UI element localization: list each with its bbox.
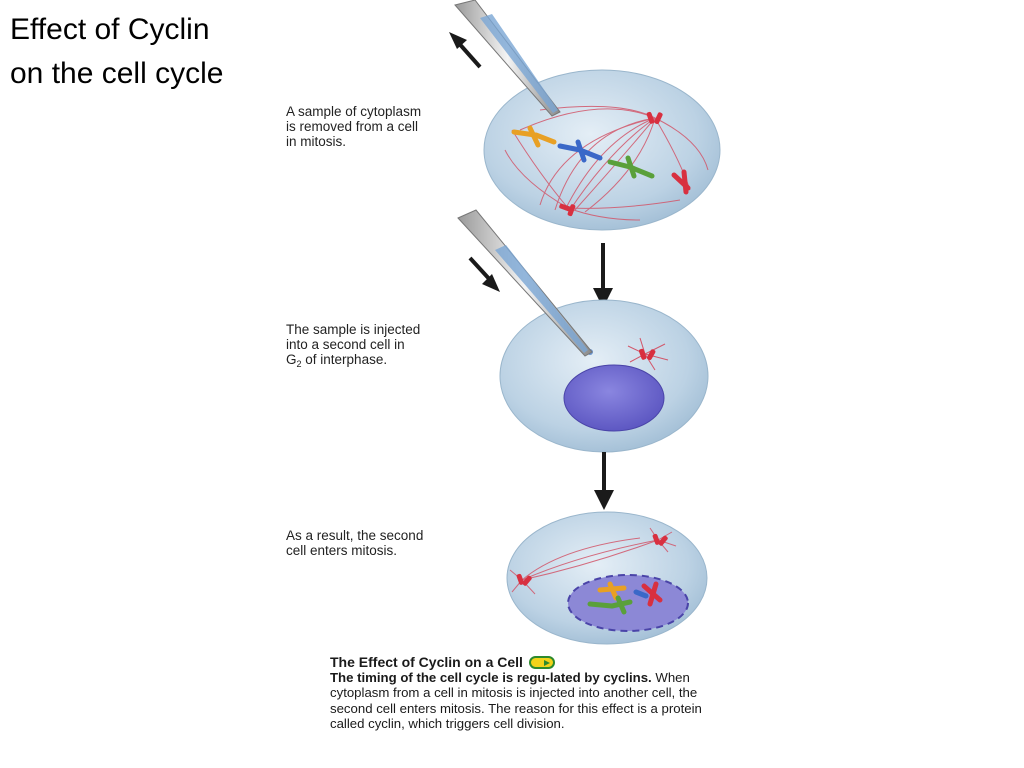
step-2-line-2: into a second cell in <box>286 337 405 352</box>
title-line-2: on the cell cycle <box>10 57 224 90</box>
pipette-injecting-sample <box>457 209 593 357</box>
caption-bold-text: The timing of the cell cycle is regu-lat… <box>330 670 652 686</box>
slide-title: Effect of Cyclin on the cell cycle <box>10 8 270 96</box>
interphase-cell <box>499 299 709 453</box>
centrosome-bottom <box>559 203 576 217</box>
mitotic-cell <box>483 69 721 231</box>
chromosomes <box>511 125 691 195</box>
cell-cycle-icon <box>528 656 555 669</box>
centrosome-g2 <box>627 337 669 371</box>
step-3-line-2: cell enters mitosis. <box>286 543 398 558</box>
step-2-label: The sample is injected into a second cel… <box>286 322 420 372</box>
condensing-chromosomes <box>587 581 663 615</box>
nucleus <box>563 364 665 432</box>
arrow-down-right-icon <box>468 256 500 292</box>
figure-caption: The Effect of Cyclin on a Cell The timin… <box>330 654 710 731</box>
cell-entering-mitosis <box>506 511 708 645</box>
step-1-line-1: A sample of cytoplasm <box>286 104 422 119</box>
pipette-removing-sample <box>454 0 561 117</box>
step-1-label: A sample of cytoplasm is removed from a … <box>286 104 421 149</box>
g2-subscript: 2 <box>296 359 302 369</box>
centrosome-top <box>646 111 663 125</box>
caption-heading: The Effect of Cyclin on a Cell <box>330 654 523 670</box>
step-3-line-1: As a result, the second <box>286 528 424 543</box>
spindle-fibers <box>504 105 709 221</box>
step-2-line-3-rest: of interphase. <box>301 352 388 367</box>
caption-body: When cytoplasm from a cell in mitosis is… <box>330 670 702 731</box>
step-3-label: As a result, the second cell enters mito… <box>286 528 423 558</box>
step-2-line-3: G2 of interphase. <box>286 352 420 372</box>
step-1-line-2: is removed from a cell <box>286 119 419 134</box>
arrow-down-icon-2 <box>594 452 614 510</box>
arrow-down-icon-1 <box>593 243 613 308</box>
step-1-line-3: in mitosis. <box>286 134 347 149</box>
step-2-line-1: The sample is injected <box>286 322 421 337</box>
title-line-1: Effect of Cyclin <box>10 13 210 46</box>
arrow-up-left-icon <box>449 32 482 69</box>
g2-letter: G <box>286 352 297 367</box>
